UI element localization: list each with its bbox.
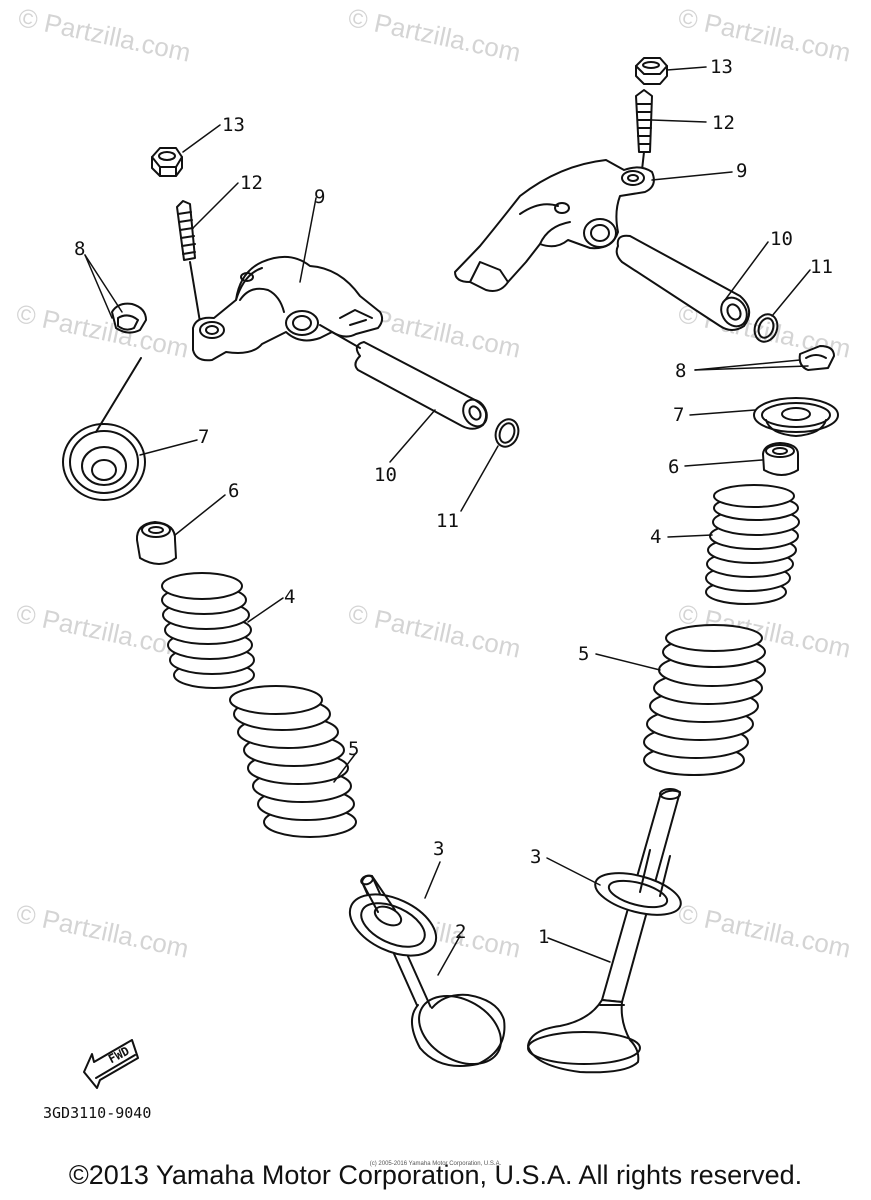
valve-spring-outer-left	[229, 685, 357, 838]
rocker-shaft-right	[615, 234, 751, 331]
valve-spring-outer-right	[643, 624, 766, 776]
o-ring-right	[753, 313, 779, 343]
callout-6-left: 6	[228, 480, 240, 502]
valve-spring-inner-left	[161, 572, 255, 689]
adjusting-screw-left	[176, 200, 201, 323]
callout-11-left: 11	[436, 510, 459, 532]
valve-cotter-left	[111, 302, 147, 334]
copyright-footer: ©2013 Yamaha Motor Corporation, U.S.A. A…	[68, 1160, 803, 1190]
rocker-arm-right	[454, 159, 655, 292]
valve-spring-seat-left	[348, 875, 438, 957]
callout-7-right: 7	[673, 404, 685, 426]
valve-spring-inner-right	[705, 484, 800, 605]
callout-9-right: 9	[736, 160, 748, 182]
exhaust-valve	[527, 788, 681, 1074]
callout-5-right: 5	[578, 643, 590, 665]
adjusting-screw-right	[635, 89, 653, 171]
valve-spring-seat-right	[594, 849, 682, 916]
callout-3-left: 3	[433, 838, 445, 860]
callout-10-right: 10	[770, 228, 793, 250]
callout-3-right: 3	[530, 846, 542, 868]
callout-12-left: 12	[240, 172, 263, 194]
callout-8-right: 8	[675, 360, 687, 382]
o-ring-left	[494, 418, 520, 448]
nut-left	[151, 147, 183, 177]
callout-2-left: 2	[455, 921, 467, 943]
callout-11-right: 11	[810, 256, 833, 278]
rocker-arm-left	[192, 255, 384, 362]
o-ring-right-inner	[757, 317, 775, 339]
o-ring-left-inner	[498, 422, 516, 444]
callout-4-left: 4	[284, 586, 296, 608]
valve-stem-seal-left	[135, 521, 177, 565]
callout-9-left: 9	[314, 186, 326, 208]
fwd-arrow-icon	[83, 1039, 139, 1089]
callout-1-right: 1	[538, 926, 550, 948]
callout-5-left: 5	[348, 738, 360, 760]
callout-4-right: 4	[650, 526, 662, 548]
small-copyright: (c) 2005-2016 Yamaha Motor Corporation, …	[369, 1161, 502, 1167]
callout-6-right: 6	[668, 456, 680, 478]
callout-8-left: 8	[74, 238, 86, 260]
valve-stem-seal-right	[762, 442, 799, 476]
callout-10-left: 10	[374, 464, 397, 486]
valve-spring-retainer-right	[753, 397, 839, 437]
nut-right	[635, 57, 668, 85]
valve-cotter-right	[798, 345, 835, 371]
part-code: 3GD3110-9040	[43, 1104, 152, 1122]
callout-7-left: 7	[198, 426, 210, 448]
callout-12-right: 12	[712, 112, 735, 134]
callout-13-right: 13	[710, 56, 733, 78]
callout-13-left: 13	[222, 114, 245, 136]
leader-lines	[84, 66, 811, 976]
valve-spring-retainer-left	[62, 357, 146, 501]
rocker-shaft-left	[319, 324, 488, 430]
